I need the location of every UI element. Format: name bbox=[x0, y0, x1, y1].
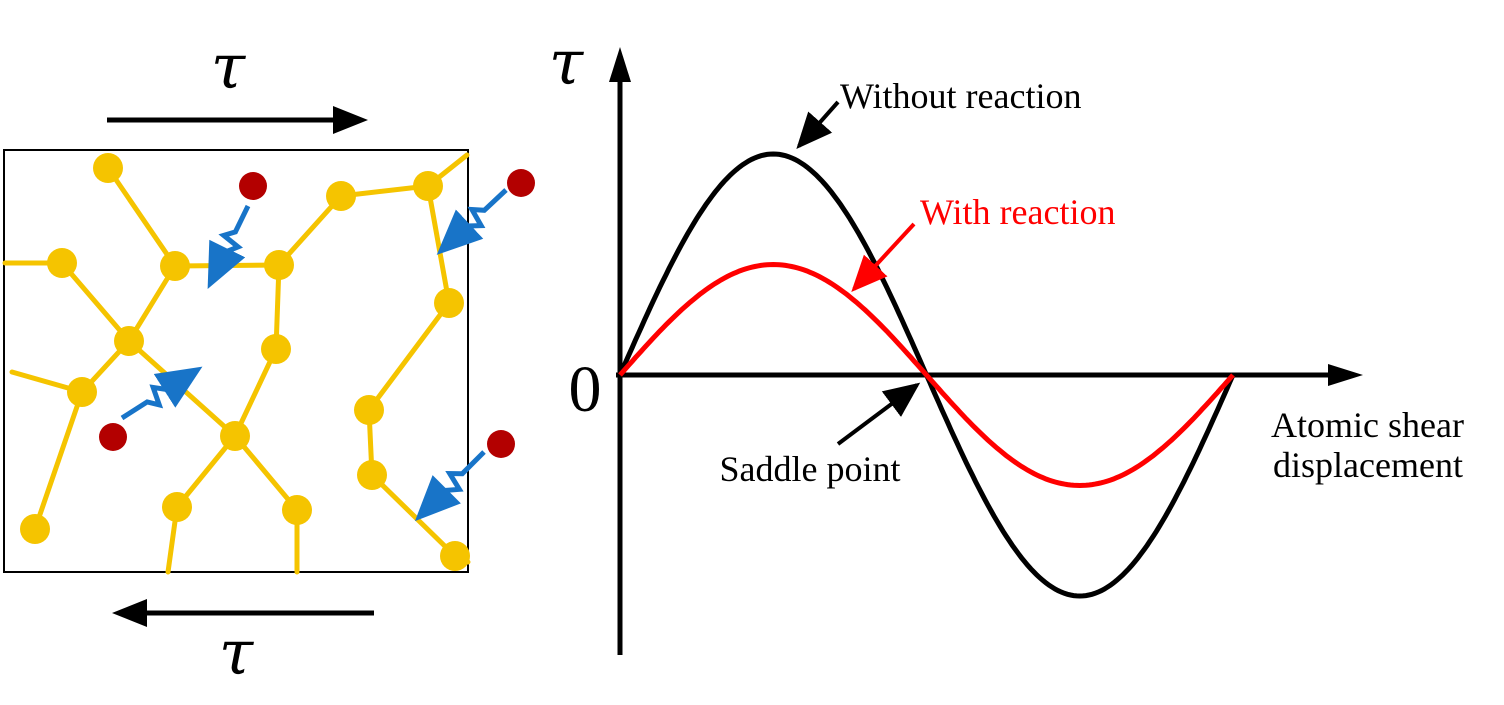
network-nodes bbox=[20, 153, 470, 571]
reactant-atom bbox=[487, 430, 515, 458]
reactant-atom bbox=[99, 423, 127, 451]
reaction-arrow bbox=[120, 366, 203, 421]
network-atom bbox=[354, 395, 384, 425]
network-bond bbox=[174, 433, 238, 510]
network-atom bbox=[264, 250, 294, 280]
origin-label: 0 bbox=[569, 353, 602, 426]
annotation-without-reaction: Without reaction bbox=[796, 76, 1081, 149]
sample-box bbox=[3, 149, 469, 573]
shear-stress-chart: τ 0 Atomic shear displacement Without re… bbox=[549, 26, 1473, 655]
network-atom bbox=[162, 492, 192, 522]
network-atom bbox=[220, 421, 250, 451]
network-edges bbox=[2, 152, 471, 575]
network-bond bbox=[369, 472, 458, 559]
network-atom bbox=[160, 251, 190, 281]
x-axis bbox=[616, 364, 1363, 386]
shear-diagram: τ τ bbox=[2, 30, 535, 689]
network-bond bbox=[172, 262, 282, 269]
network-atom bbox=[357, 460, 387, 490]
reactant-atom bbox=[239, 172, 267, 200]
shear-arrow-bottom bbox=[112, 599, 374, 627]
annotation-label: Saddle point bbox=[720, 449, 901, 489]
network-atom bbox=[20, 514, 50, 544]
network-bond bbox=[126, 338, 238, 439]
annotation-arrow bbox=[796, 100, 840, 149]
network-bond bbox=[32, 389, 85, 532]
annotation-label: With reaction bbox=[920, 192, 1115, 232]
network-atom bbox=[413, 171, 443, 201]
reaction-arrow bbox=[436, 188, 508, 255]
network-bond bbox=[366, 300, 452, 413]
network-atom bbox=[67, 377, 97, 407]
reaction-arrow bbox=[207, 204, 251, 289]
reactant-atom bbox=[507, 169, 535, 197]
y-axis bbox=[609, 47, 631, 655]
network-bond bbox=[232, 346, 279, 439]
annotation-saddle-point: Saddle point bbox=[720, 382, 921, 489]
reaction-arrows bbox=[120, 188, 508, 522]
network-bond bbox=[232, 433, 300, 513]
network-atom bbox=[282, 495, 312, 525]
network-atom bbox=[114, 326, 144, 356]
shear-arrow-top bbox=[107, 106, 368, 134]
reaction-arrow bbox=[414, 450, 486, 522]
network-bond bbox=[105, 165, 178, 269]
annotation-arrow bbox=[851, 222, 916, 292]
network-atom bbox=[440, 541, 470, 571]
x-axis-label-line2: displacement bbox=[1273, 445, 1463, 485]
x-axis-label: Atomic shear displacement bbox=[1271, 405, 1473, 485]
network-bond bbox=[276, 193, 344, 268]
y-axis-label: τ bbox=[549, 26, 585, 99]
network-atom bbox=[93, 153, 123, 183]
tau-top-label: τ bbox=[211, 30, 247, 103]
reactant-atoms bbox=[99, 169, 535, 458]
network-atom bbox=[261, 334, 291, 364]
network-atom bbox=[47, 248, 77, 278]
network-atom bbox=[434, 288, 464, 318]
series-with-reaction-line bbox=[618, 261, 1235, 489]
annotation-label: Without reaction bbox=[840, 76, 1081, 116]
network-atom bbox=[326, 181, 356, 211]
tau-bottom-label: τ bbox=[219, 616, 255, 689]
network-bond bbox=[59, 260, 132, 344]
x-axis-label-line1: Atomic shear bbox=[1271, 405, 1464, 445]
annotation-arrow bbox=[836, 382, 921, 446]
annotation-with-reaction: With reaction bbox=[851, 192, 1115, 292]
